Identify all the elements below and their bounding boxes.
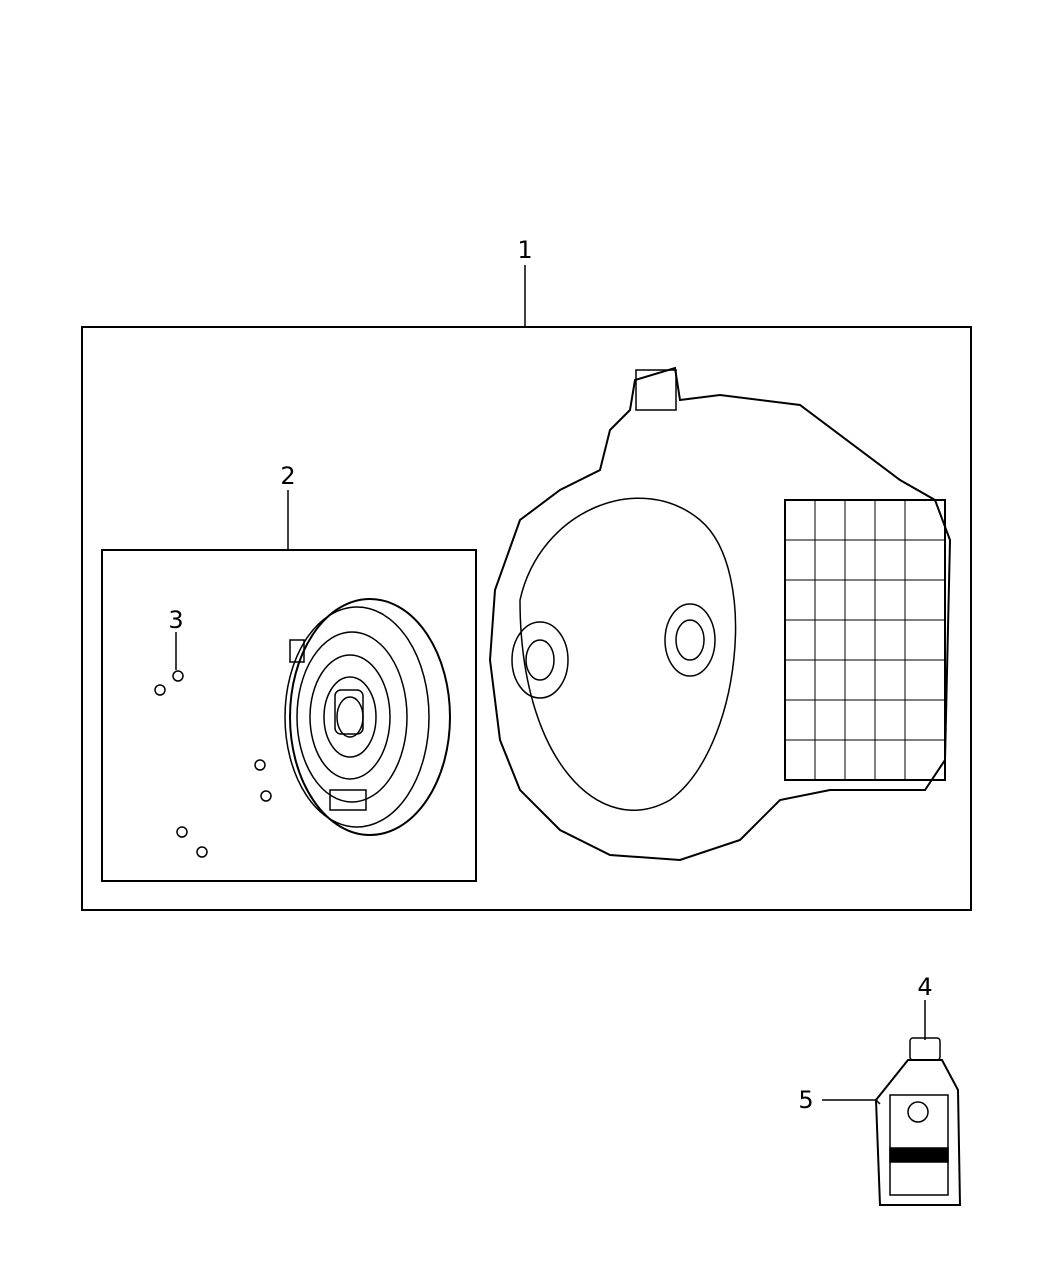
callout-2: 2 (280, 462, 296, 490)
callout-4: 4 (917, 973, 933, 1001)
leader-line-5 (822, 1099, 881, 1105)
transmission-drawing (488, 366, 952, 862)
torque-converter-drawing (284, 598, 451, 836)
callout-1: 1 (517, 236, 533, 264)
transmission-assembly-box (81, 326, 972, 911)
callout-5: 5 (798, 1086, 814, 1114)
fluid-bottle-drawing (874, 1037, 962, 1206)
torque-converter-kit-box (101, 549, 477, 882)
callout-3: 3 (168, 606, 184, 634)
bolts-drawing (154, 670, 272, 858)
mopar-logo-icon (907, 1101, 929, 1123)
